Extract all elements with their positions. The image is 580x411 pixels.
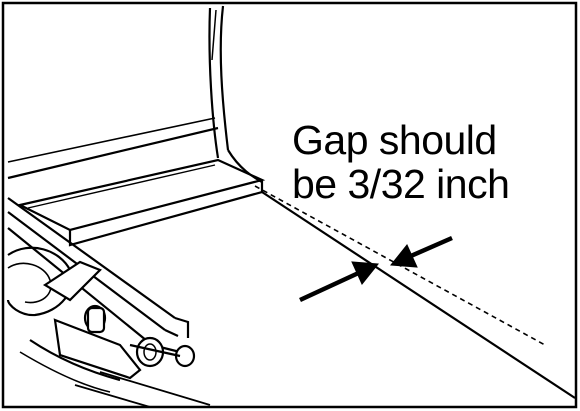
hinge-mechanism bbox=[6, 246, 196, 393]
gap-annotation: Gap should be 3/32 inch bbox=[292, 118, 572, 206]
floor-lines bbox=[261, 191, 576, 399]
back-wall bbox=[7, 117, 219, 180]
shelf-flange bbox=[16, 158, 266, 247]
annotation-line-2: be 3/32 inch bbox=[292, 161, 510, 207]
annotation-line-1: Gap should bbox=[292, 117, 497, 163]
double-arrow-icon bbox=[299, 235, 453, 303]
